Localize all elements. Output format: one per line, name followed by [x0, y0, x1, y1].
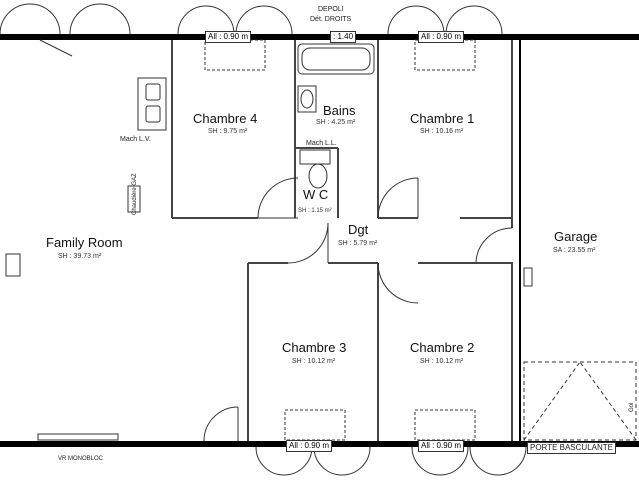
room-name-chambre3: Chambre 3	[282, 340, 347, 355]
room-area-chambre2: SH : 10.12 m²	[420, 358, 464, 365]
bathroom-fixtures	[5, 43, 533, 287]
interior-walls	[171, 40, 513, 441]
garage-door	[523, 361, 637, 441]
window-arcs	[0, 3, 527, 476]
room-name-chambre4: Chambre 4	[193, 111, 258, 126]
note-droits: Dét. DROITS	[310, 16, 352, 23]
note-gol: Gol	[629, 402, 635, 412]
note-depoli: DEPOLI	[318, 6, 344, 13]
door-swings	[39, 39, 513, 442]
room-area-family: SH : 39.73 m²	[58, 253, 102, 260]
room-name-chambre2: Chambre 2	[410, 340, 475, 355]
window-tag-bottom-left: All : 0.90 m	[286, 440, 333, 452]
note-chaudiere: Chaudière GAZ	[132, 173, 138, 215]
window-tag-top-right: All : 0.90 m	[418, 31, 465, 43]
note-porte-basculante: PORTE BASCULANTE	[527, 442, 616, 454]
room-area-garage: SA : 23.55 m²	[553, 247, 596, 254]
note-mach-lv: Mach L.V.	[120, 136, 151, 143]
room-area-dgt: SH : 5.79 m²	[338, 240, 378, 247]
room-name-wc: W C	[303, 187, 329, 202]
room-area-bains: SH : 4.25 m²	[316, 119, 356, 126]
room-area-wc: SH : 1.15 m²	[298, 208, 332, 214]
room-name-garage: Garage	[554, 229, 598, 244]
window-tag-top-left: All : 0.90 m	[205, 31, 252, 43]
room-area-chambre3: SH : 10.12 m²	[292, 358, 336, 365]
note-mach-ll: Mach L.L.	[306, 140, 337, 147]
window-tag-bottom-right: All : 0.90 m	[418, 440, 465, 452]
window-vr-monobloc	[37, 433, 119, 441]
room-area-chambre4: SH : 9.75 m²	[208, 128, 248, 135]
window-tag-top-center: : 1.40	[330, 31, 357, 43]
room-area-chambre1: SH : 10.16 m²	[420, 128, 464, 135]
room-name-family: Family Room	[46, 235, 123, 250]
room-name-chambre1: Chambre 1	[410, 111, 475, 126]
room-name-dgt: Dgt	[348, 222, 369, 237]
note-vr-monobloc: VR MONOBLOC	[58, 456, 104, 462]
room-name-bains: Bains	[323, 103, 356, 118]
